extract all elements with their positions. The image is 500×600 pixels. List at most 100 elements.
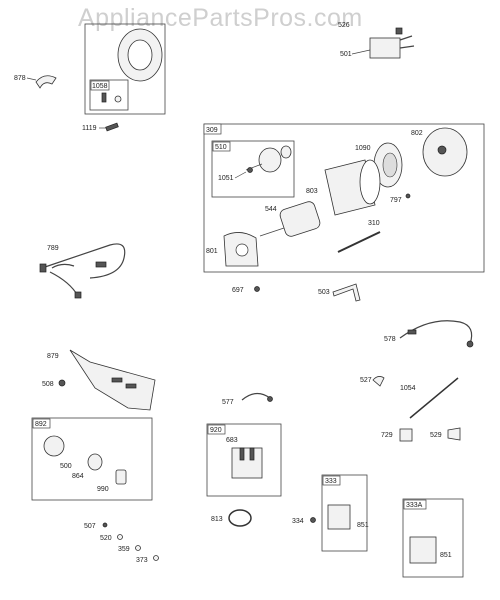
screw-797 [405,193,411,199]
starter-group: 309 510 1051 1090 802 803 797 544 310 80… [203,123,485,273]
brush-851a [327,504,351,530]
label-544: 544 [265,206,277,213]
brush-851b [409,536,437,564]
label-520: 520 [100,535,112,542]
screw-334 [310,517,316,523]
tag-510 [212,141,231,152]
label-892: 892 [35,421,47,428]
label-797: 797 [390,197,402,204]
key-990 [115,469,127,485]
stator-box [84,23,166,115]
switch-group: 892 500 864 990 [31,417,153,501]
clip-527 [372,376,385,387]
label-1054: 1054 [400,385,416,392]
label-1058: 1058 [92,83,108,90]
brush-group-333: 333 851 [321,474,369,552]
label-920: 920 [210,427,222,434]
tag-309 [203,123,222,135]
label-1119: 1119 [82,125,97,132]
label-334: 334 [292,518,304,525]
grommet-729 [399,428,413,442]
label-878: 878 [14,75,26,82]
armature-544 [279,201,321,237]
label-333: 333 [325,478,337,485]
label-851a: 851 [357,522,369,529]
bolt-1119 [105,122,119,132]
clip-529 [447,427,461,441]
rectifier-clip [395,27,403,35]
box-920 [206,423,282,497]
screw-507 [102,522,108,528]
pinion-cap [280,145,292,159]
label-683: 683 [226,437,238,444]
tag-333 [322,475,341,486]
label-801: 801 [206,248,218,255]
label-851b: 851 [440,552,452,559]
clip-878 [35,75,57,89]
screw-508 [58,379,66,387]
box-1058 [89,79,129,111]
label-697: 697 [232,287,244,294]
label-577: 577 [222,399,234,406]
nut-697 [254,286,260,292]
stator-hole [127,39,153,71]
solenoid-group: 920 683 [206,423,282,497]
bracket-503 [332,283,361,302]
label-500: 500 [60,463,72,470]
nut-864 [87,453,103,471]
label-359: 359 [118,546,130,553]
label-802: 802 [411,130,423,137]
label-879: 879 [47,353,59,360]
nut-359 [135,545,141,551]
switch-body [43,435,65,457]
screw-1058 [101,92,107,103]
label-309: 309 [206,127,218,134]
box-309 [203,123,485,273]
tie-1054 [409,377,459,419]
label-507: 507 [84,523,96,530]
box-510 [211,140,295,198]
tag-920 [207,424,226,435]
clamp-813 [228,509,252,527]
label-789: 789 [47,245,59,252]
label-1090: 1090 [355,145,371,152]
watermark-text: AppliancePartsPros.com [78,4,363,32]
spring-1051 [247,167,253,173]
bolt-310 [337,231,381,253]
label-803: 803 [306,188,318,195]
solenoid-683 [231,447,263,479]
box-333 [321,474,368,552]
tag-333a [403,499,427,510]
harness-789 [39,243,126,299]
brush-group-333a: 333A 851 [402,498,464,578]
label-578: 578 [384,336,396,343]
box-333a [402,498,464,578]
rectifier-body [369,37,401,59]
box-892 [31,417,153,501]
label-310: 310 [368,220,380,227]
label-990: 990 [97,486,109,493]
nut-373 [153,555,159,561]
washer-1058 [114,95,122,103]
label-373: 373 [136,557,148,564]
label-333A: 333A [406,502,423,509]
washer-520 [117,534,123,540]
label-510: 510 [215,144,227,151]
wire-577 [241,392,271,401]
label-864: 864 [72,473,84,480]
stator-group: 1058 [84,23,166,115]
cable-578 [399,320,473,345]
tag-1058 [90,80,110,91]
pinion-gear [258,147,282,173]
label-729: 729 [381,432,393,439]
label-1051: 1051 [218,175,234,182]
label-526: 526 [338,22,350,29]
label-529: 529 [430,432,442,439]
label-503: 503 [318,289,330,296]
tag-892 [32,418,51,429]
label-813: 813 [211,516,223,523]
label-501: 501 [340,51,352,58]
rectifier-group: 526 501 [338,22,415,59]
label-508: 508 [42,381,54,388]
